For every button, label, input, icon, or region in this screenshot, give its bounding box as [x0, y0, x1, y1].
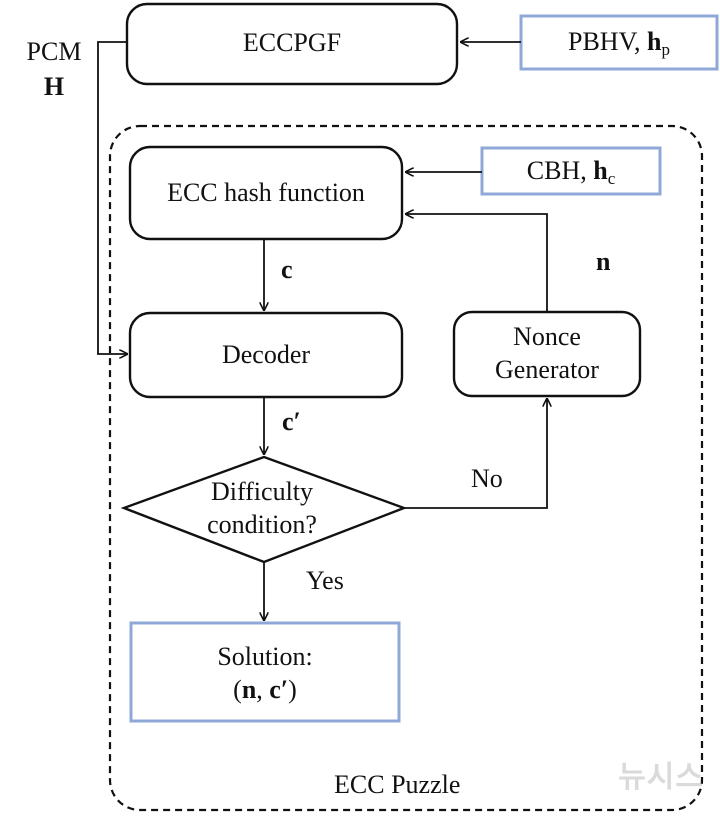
decoder-box: [128, 311, 404, 399]
cbh-box: [480, 146, 662, 196]
hash-function-box: [128, 145, 404, 241]
pcm-symbol: H: [43, 72, 65, 102]
decoder-label: Decoder: [221, 340, 311, 369]
pbhv-box: [519, 14, 719, 71]
difficulty-label: Difficulty condition?: [207, 476, 317, 541]
pbhv-label: PBHV, hp: [568, 26, 670, 60]
pbhv-text: PBHV,: [568, 27, 648, 56]
eccpgf-label: ECCPGF: [242, 28, 342, 57]
nonce-line1: Nonce: [513, 322, 581, 351]
solution-n: n: [241, 674, 257, 704]
difficulty-line2: condition?: [207, 509, 317, 539]
solution-open: (: [233, 674, 242, 704]
solution-c: c′: [269, 674, 289, 704]
pcm-label: PCM H: [27, 34, 82, 104]
edge-label-n: n: [596, 247, 611, 276]
solution-sep: ,: [256, 674, 270, 704]
hash-function-label: ECC hash function: [167, 178, 365, 207]
edge-label-no: No: [471, 464, 503, 493]
edge-label-yes: Yes: [306, 566, 344, 595]
cbh-subscript: c: [607, 169, 616, 188]
ecc-puzzle-region-label: ECC Puzzle: [334, 770, 461, 799]
watermark-logo: 뉴시스: [618, 760, 704, 795]
solution-line2: (n, c′): [217, 674, 312, 707]
arrow-eccpgf-to-decoder: [97, 41, 128, 354]
arrow-difficulty-no: [404, 398, 547, 509]
difficulty-line1: Difficulty: [210, 477, 314, 506]
edge-label-c: c: [281, 255, 293, 284]
solution-box: [129, 621, 401, 723]
nonce-generator-label: Nonce Generator: [495, 321, 599, 386]
eccpgf-box: [125, 2, 459, 86]
pcm-text: PCM: [26, 37, 82, 66]
solution-close: ): [288, 674, 297, 704]
ecc-puzzle-region: [108, 124, 704, 812]
arrow-nonce-to-hash: [405, 214, 548, 312]
cbh-label: CBH, hc: [527, 155, 615, 189]
solution-label: Solution: (n, c′): [217, 641, 312, 706]
cbh-symbol: h: [593, 156, 608, 185]
cbh-text: CBH,: [526, 156, 594, 185]
solution-line1: Solution:: [217, 642, 313, 671]
nonce-line2: Generator: [495, 354, 599, 384]
edge-label-c-prime: c′: [282, 407, 301, 436]
pbhv-symbol: h: [647, 27, 662, 56]
pbhv-subscript: p: [661, 40, 670, 59]
